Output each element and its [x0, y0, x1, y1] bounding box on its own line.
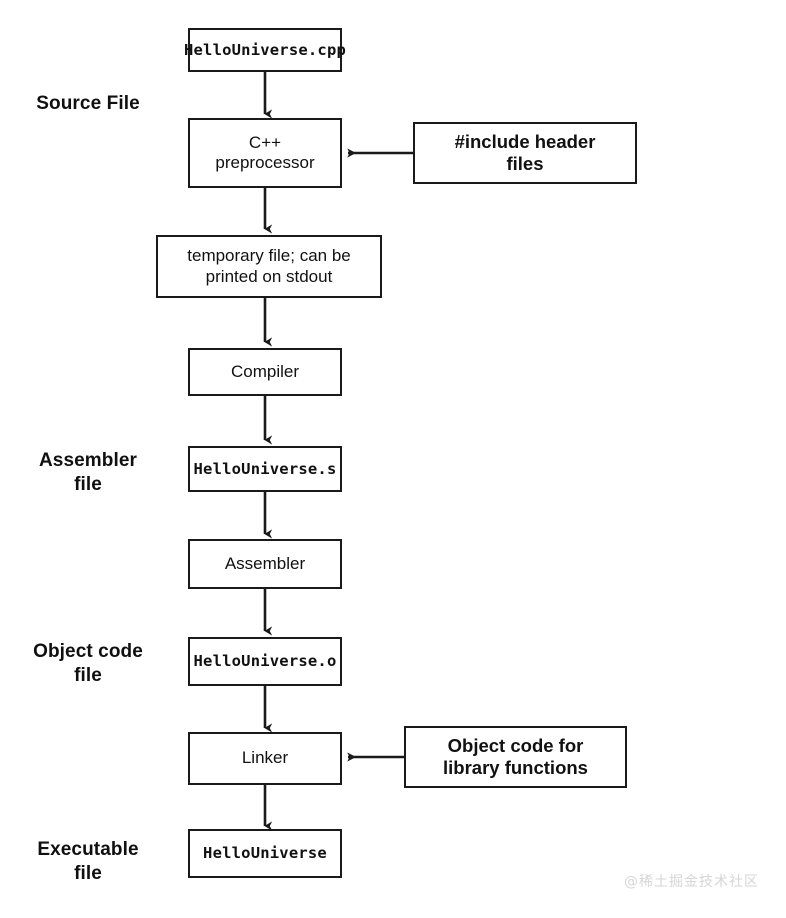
node-object-code-library[interactable]: Object code for library functions — [404, 726, 627, 788]
stage-label-assembler-file: Assembler file — [38, 450, 138, 495]
node-hellouniverse-o[interactable]: HelloUniverse.o — [188, 637, 342, 686]
node-temporary-file-label: temporary file; can be printed on stdout — [187, 246, 351, 286]
node-hellouniverse[interactable]: HelloUniverse — [188, 829, 342, 878]
node-hellouniverse-s-label: HelloUniverse.s — [193, 459, 337, 478]
node-linker-label: Linker — [241, 748, 289, 768]
node-hellouniverse-s[interactable]: HelloUniverse.s — [188, 446, 342, 492]
node-hellouniverse-cpp-label: HelloUniverse.cpp — [183, 40, 347, 59]
node-hellouniverse-o-label: HelloUniverse.o — [193, 652, 337, 671]
node-include-header-files[interactable]: #include header files — [413, 122, 637, 184]
node-cpp-preprocessor[interactable]: C++ preprocessor — [188, 118, 342, 188]
node-hellouniverse-cpp[interactable]: HelloUniverse.cpp — [184, 28, 346, 72]
node-hellouniverse-label: HelloUniverse — [203, 844, 327, 863]
node-cpp-preprocessor-label: C++ preprocessor — [215, 132, 315, 172]
node-object-code-library-label: Object code for library functions — [443, 735, 588, 778]
watermark: @稀土掘金技术社区 — [624, 874, 759, 890]
stage-label-executable-file: Executable file — [37, 839, 139, 884]
node-compiler[interactable]: Compiler — [188, 348, 342, 396]
node-include-header-files-label: #include header files — [454, 131, 596, 174]
node-linker[interactable]: Linker — [188, 732, 342, 785]
node-compiler-label: Compiler — [230, 361, 300, 381]
stage-label-source-file: Source File — [36, 93, 140, 114]
node-assembler-label: Assembler — [224, 553, 306, 573]
node-assembler[interactable]: Assembler — [188, 539, 342, 589]
node-temporary-file[interactable]: temporary file; can be printed on stdout — [156, 235, 382, 298]
stage-label-object-code-file: Object code file — [33, 641, 143, 686]
